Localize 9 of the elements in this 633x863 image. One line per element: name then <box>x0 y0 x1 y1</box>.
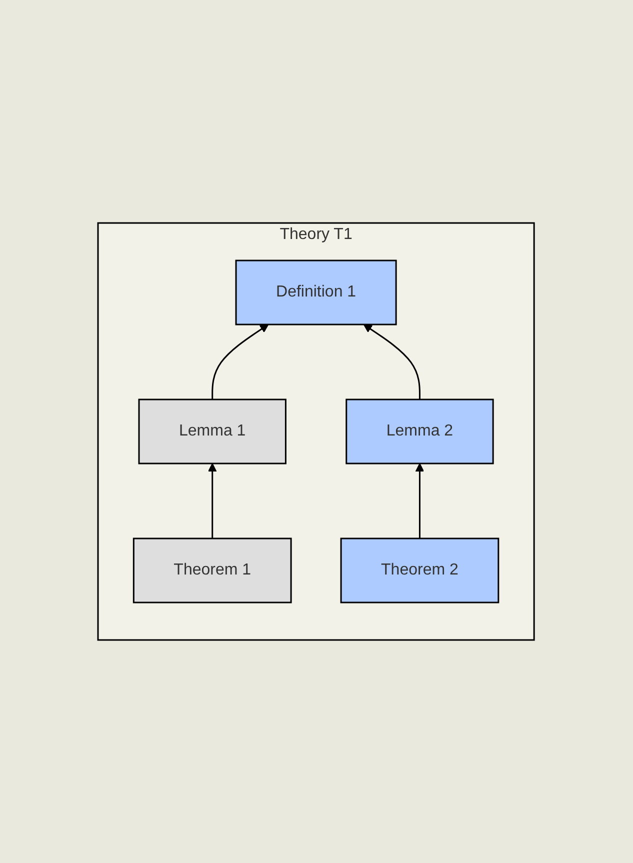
node-box: Theorem 2 <box>340 538 500 604</box>
arrow <box>416 463 425 538</box>
arrow <box>212 324 270 400</box>
node-box: Definition 1 <box>236 260 398 326</box>
arrow <box>364 324 421 400</box>
arrow <box>208 463 218 538</box>
node-box: Theorem 1 <box>133 538 292 604</box>
node-box: Lemma 2 <box>346 398 494 464</box>
node-box: Lemma 1 <box>138 398 287 464</box>
